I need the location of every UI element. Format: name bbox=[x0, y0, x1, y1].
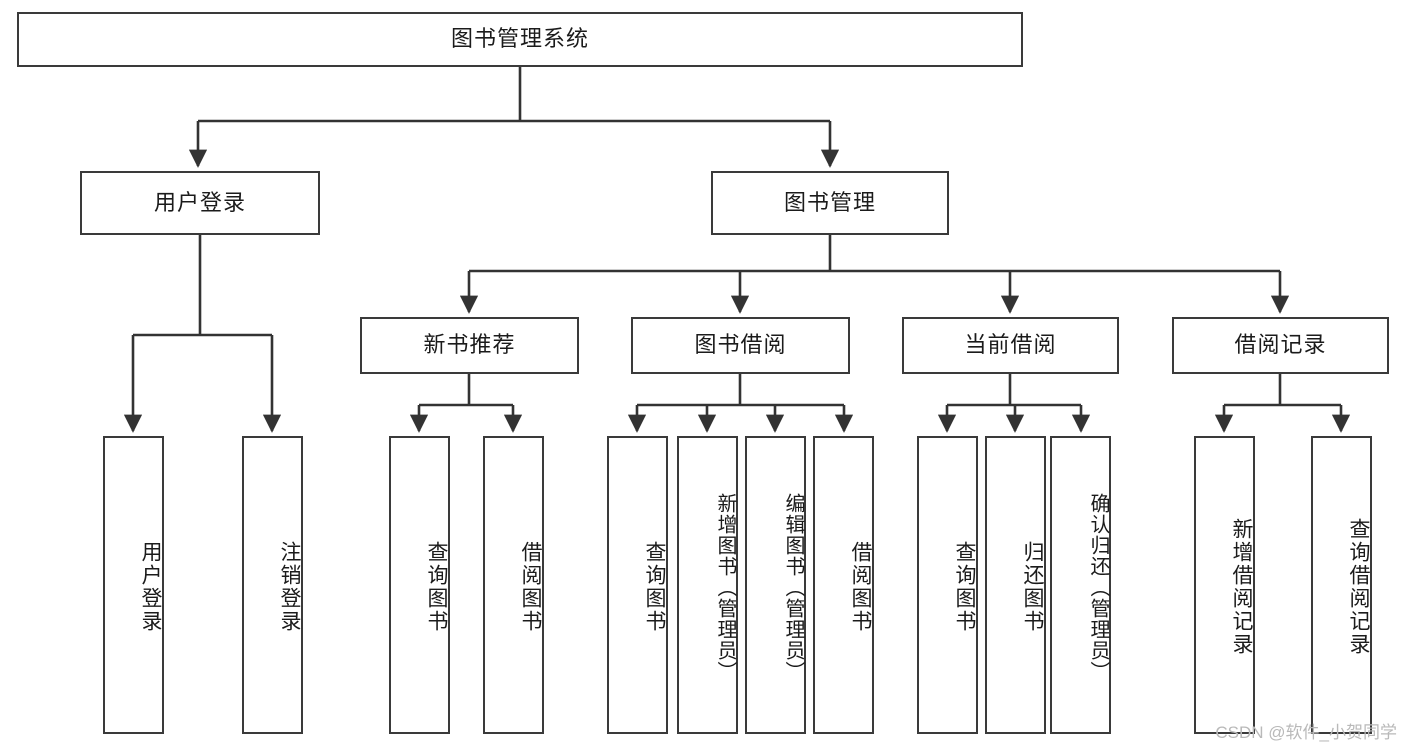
node-new-book-recommend[interactable]: 新书推荐 bbox=[360, 317, 579, 374]
node-leaf-query-book-1[interactable]: 查询图书 bbox=[389, 436, 450, 734]
node-leaf-user-login[interactable]: 用户登录 bbox=[103, 436, 164, 734]
watermark-text: CSDN @软件_小贺同学 bbox=[1215, 723, 1397, 742]
node-leaf-borrow-book-2[interactable]: 借阅图书 bbox=[813, 436, 874, 734]
node-leaf-logout[interactable]: 注销登录 bbox=[242, 436, 303, 734]
node-root[interactable]: 图书管理系统 bbox=[17, 12, 1023, 67]
node-leaf-confirm-return[interactable]: 确认归还（管理员） bbox=[1050, 436, 1111, 734]
node-leaf-query-book-2[interactable]: 查询图书 bbox=[607, 436, 668, 734]
node-current-borrow[interactable]: 当前借阅 bbox=[902, 317, 1119, 374]
node-leaf-query-record[interactable]: 查询借阅记录 bbox=[1311, 436, 1372, 734]
node-book-borrow[interactable]: 图书借阅 bbox=[631, 317, 850, 374]
node-book-manage[interactable]: 图书管理 bbox=[711, 171, 949, 235]
node-user-login[interactable]: 用户登录 bbox=[80, 171, 320, 235]
node-leaf-add-book[interactable]: 新增图书（管理员） bbox=[677, 436, 738, 734]
node-borrow-record[interactable]: 借阅记录 bbox=[1172, 317, 1389, 374]
node-leaf-return-book[interactable]: 归还图书 bbox=[985, 436, 1046, 734]
node-leaf-add-record[interactable]: 新增借阅记录 bbox=[1194, 436, 1255, 734]
node-leaf-edit-book[interactable]: 编辑图书（管理员） bbox=[745, 436, 806, 734]
node-leaf-borrow-book-1[interactable]: 借阅图书 bbox=[483, 436, 544, 734]
node-leaf-query-book-3[interactable]: 查询图书 bbox=[917, 436, 978, 734]
